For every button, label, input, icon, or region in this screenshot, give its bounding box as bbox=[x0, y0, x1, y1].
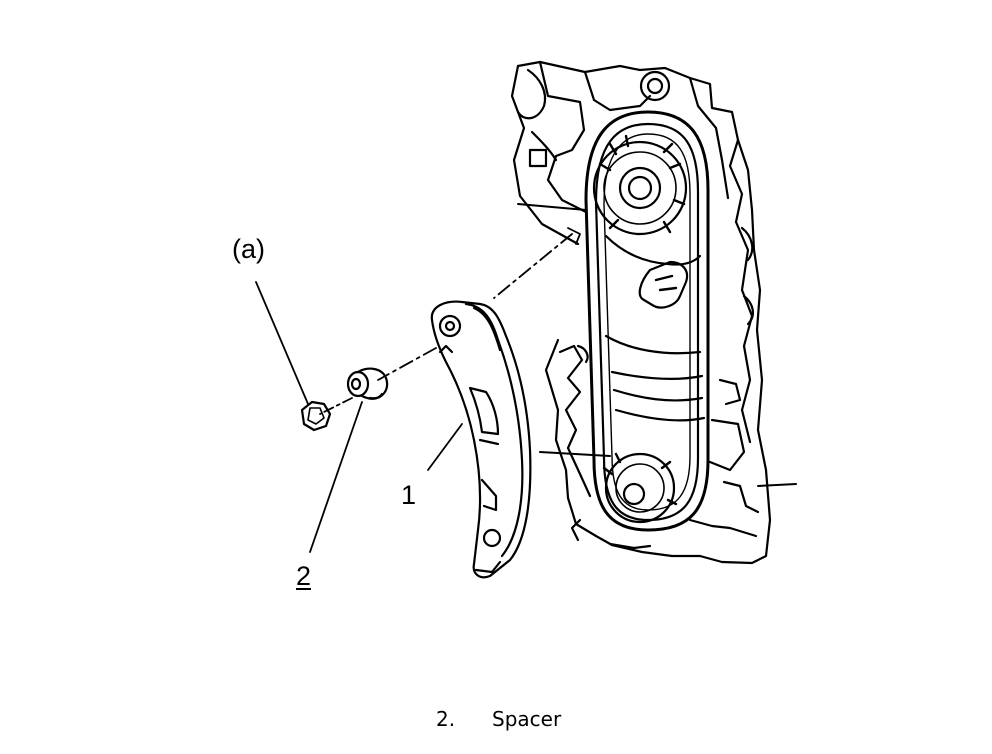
bolt-a bbox=[300, 400, 332, 432]
leader-lines bbox=[255, 281, 463, 553]
callout-2-label: 2 bbox=[296, 561, 312, 591]
figure-caption: 2. Spacer bbox=[436, 707, 561, 731]
chain-tensioner-part-1 bbox=[430, 300, 532, 579]
engine-block bbox=[510, 60, 772, 565]
reference-lines bbox=[517, 203, 797, 487]
crankshaft-sprocket bbox=[602, 452, 678, 524]
spacer-part-2 bbox=[346, 367, 389, 400]
caption-text: Spacer bbox=[492, 707, 562, 731]
caption-number: 2. bbox=[436, 707, 456, 731]
chain-guide bbox=[604, 234, 706, 422]
assembly-centerline bbox=[319, 227, 581, 415]
camshaft-sprocket bbox=[592, 134, 688, 236]
callout-1-label: 1 bbox=[401, 480, 417, 510]
callout-a-label: (a) bbox=[232, 234, 265, 264]
